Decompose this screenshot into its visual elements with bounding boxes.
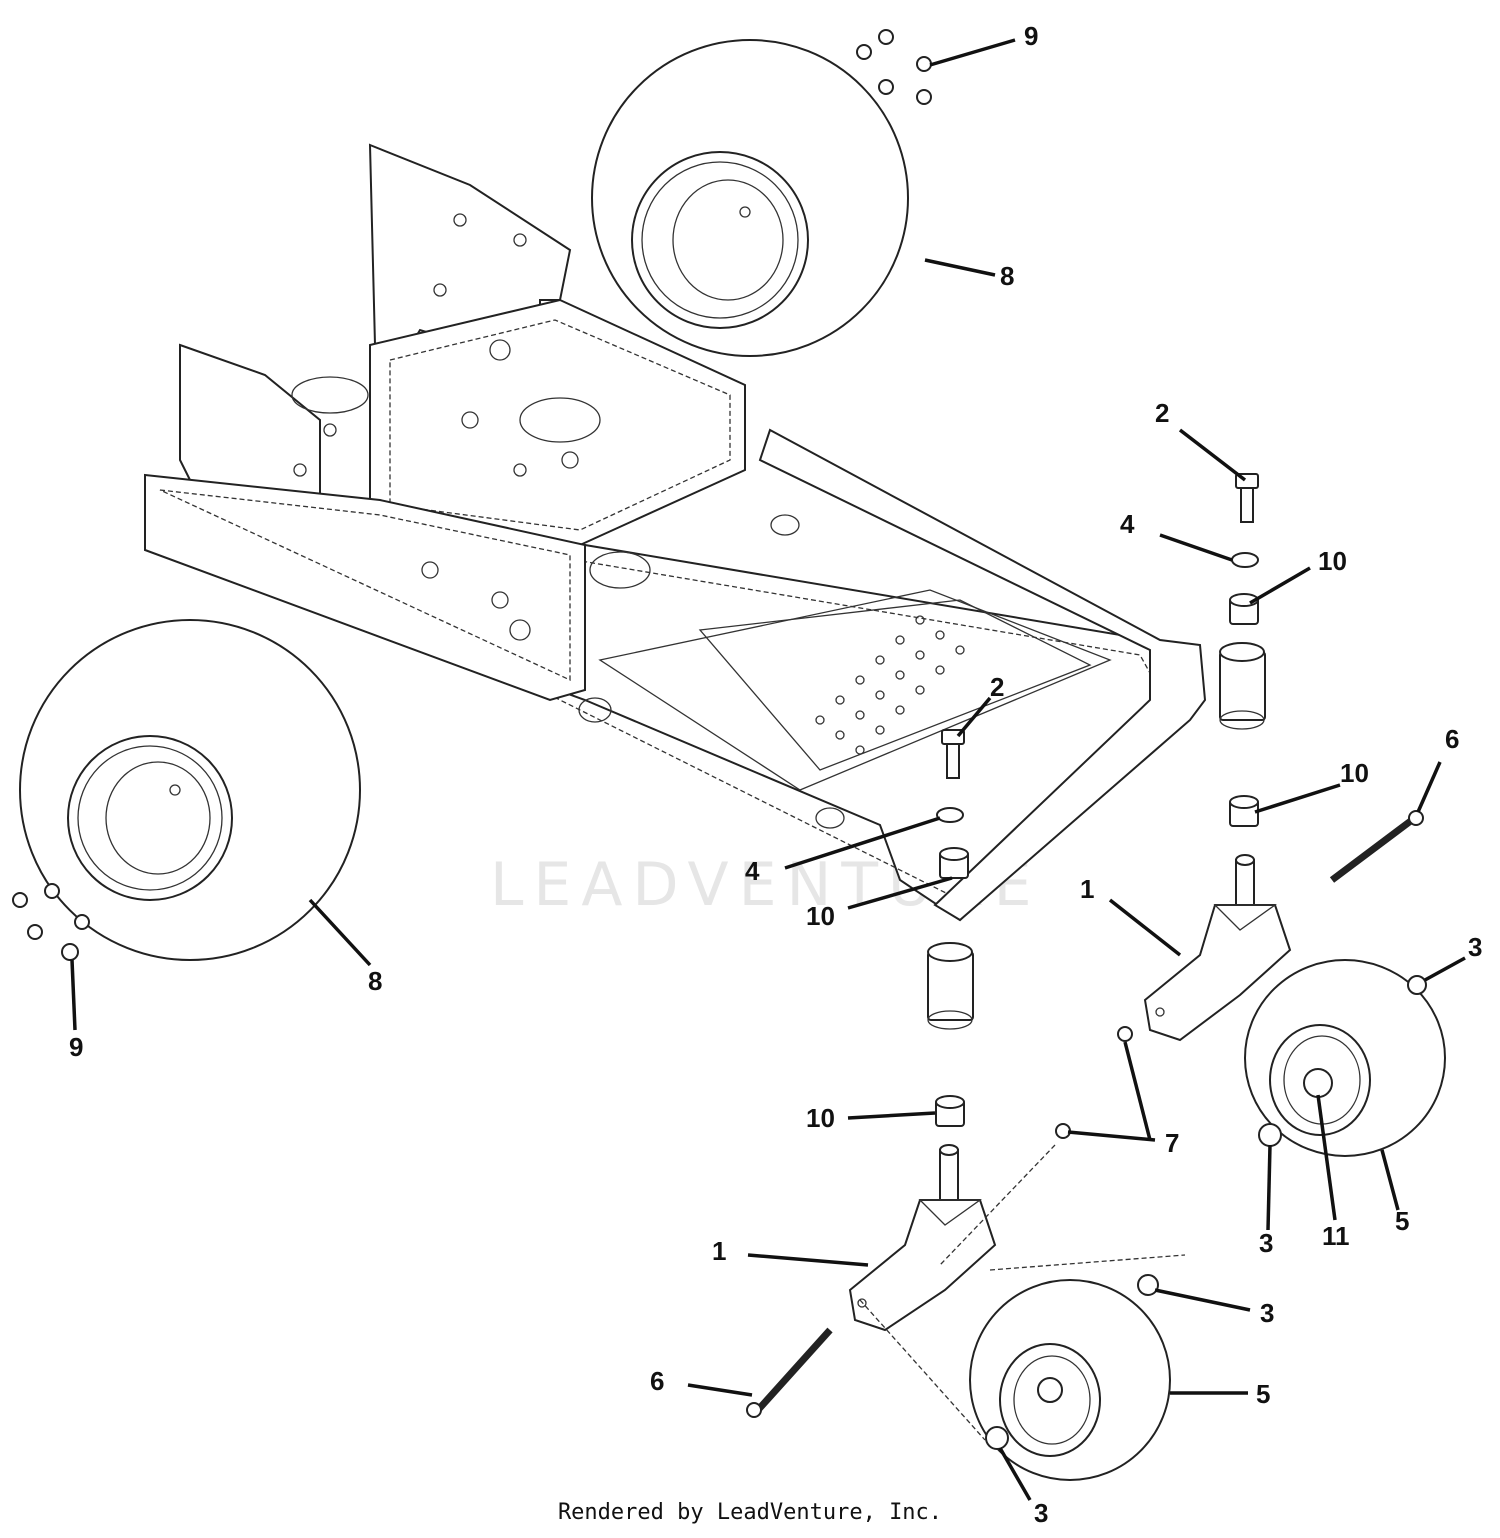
callout-9-bottom: 9 <box>69 1032 83 1062</box>
rear-wheel-bottom <box>19 619 361 961</box>
caster-wheel-right <box>1244 959 1446 1157</box>
callout-10-right-mid: 10 <box>1340 758 1369 788</box>
lug-nuts-top <box>856 29 932 105</box>
washer-right <box>1231 552 1259 568</box>
washer-left <box>936 807 964 823</box>
callout-8-bottom: 8 <box>368 966 382 996</box>
callout-2-right: 2 <box>1155 398 1169 428</box>
callout-4-left: 4 <box>745 856 760 886</box>
callout-3-right-mid: 3 <box>1259 1228 1273 1258</box>
callout-4-right: 4 <box>1120 509 1135 539</box>
frame-pivot-tube-right <box>1219 642 1266 730</box>
bushing-3 <box>939 847 969 879</box>
caster-fork-right <box>1143 854 1292 1042</box>
callout-1-left: 1 <box>712 1236 726 1266</box>
chassis-frame <box>144 143 1266 1030</box>
axle-pin-right <box>1329 810 1424 883</box>
callout-5-right: 5 <box>1395 1206 1409 1236</box>
callout-8-top: 8 <box>1000 261 1014 291</box>
callout-3-bottom: 3 <box>1034 1498 1048 1528</box>
bushing-4 <box>935 1095 965 1127</box>
bolt-right <box>1235 473 1259 523</box>
caster-fork-left <box>848 1144 997 1332</box>
callout-3-left-mid: 3 <box>1260 1298 1274 1328</box>
spacer-2 <box>1258 1123 1282 1147</box>
bushing-2 <box>1229 795 1259 827</box>
callout-10-left-bottom: 10 <box>806 1103 835 1133</box>
callout-10-left-mid: 10 <box>806 901 835 931</box>
callout-5-left: 5 <box>1256 1379 1270 1409</box>
callout-6-right: 6 <box>1445 724 1459 754</box>
callout-10-right-top: 10 <box>1318 546 1347 576</box>
bushing-1 <box>1229 593 1259 625</box>
callout-2-left: 2 <box>990 672 1004 702</box>
footer-credit: Rendered by LeadVenture, Inc. <box>557 1500 943 1525</box>
nut-1 <box>1117 1026 1133 1042</box>
frame-pivot-tube-left <box>927 942 974 1030</box>
callout-3-right-top: 3 <box>1468 932 1482 962</box>
nut-2 <box>1055 1123 1071 1139</box>
spacer-1 <box>1407 975 1427 995</box>
lug-nuts-bottom <box>12 883 90 961</box>
callout-1-right: 1 <box>1080 874 1094 904</box>
callout-6-left: 6 <box>650 1366 664 1396</box>
axle-pin-left <box>746 1327 833 1418</box>
callout-labels: 9 8 2 4 10 2 10 6 4 10 1 3 8 9 7 10 1 3 … <box>69 21 1482 1528</box>
callout-7: 7 <box>1165 1128 1179 1158</box>
spacer-3 <box>1137 1274 1159 1296</box>
leader-lines <box>70 38 1466 1501</box>
caster-wheel-left <box>969 1279 1171 1481</box>
spacer-4 <box>985 1426 1009 1450</box>
rear-wheel-top <box>591 39 909 357</box>
callout-11: 11 <box>1322 1221 1350 1251</box>
callout-9-top: 9 <box>1024 21 1038 51</box>
